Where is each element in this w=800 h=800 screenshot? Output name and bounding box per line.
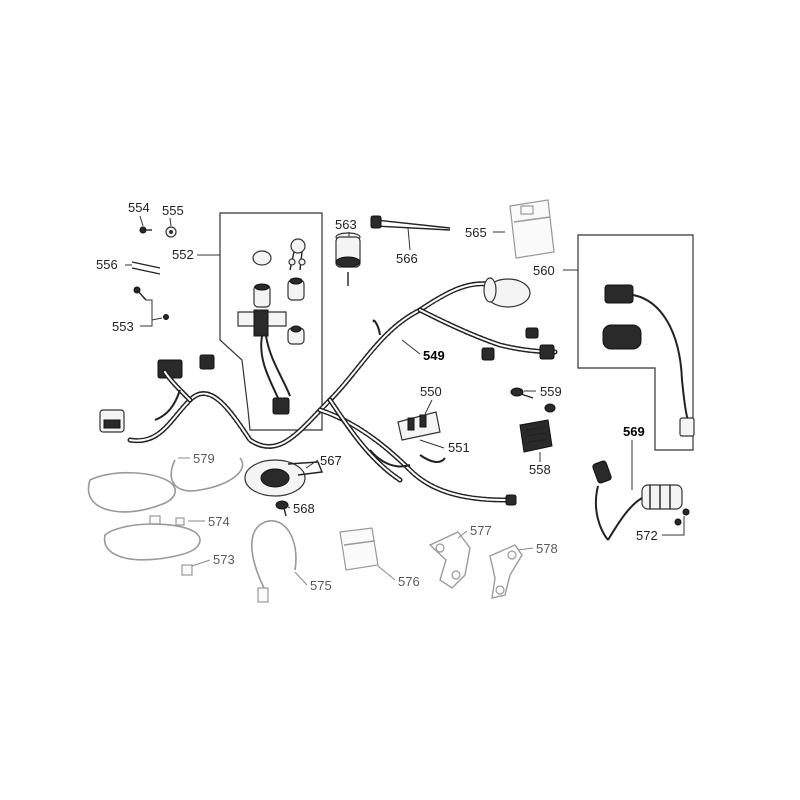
label-565: 565 (465, 225, 487, 240)
cable-575 (251, 520, 297, 603)
ignition-coil-569 (592, 460, 683, 541)
label-578: 578 (536, 541, 558, 556)
label-549: 549 (423, 348, 445, 363)
label-579: 579 (193, 451, 215, 466)
label-568: 568 (293, 501, 315, 516)
label-550: 550 (420, 384, 442, 399)
nut-555 (165, 226, 177, 238)
component-550 (397, 411, 441, 441)
label-577: 577 (470, 523, 492, 538)
label-554: 554 (128, 200, 150, 215)
bracket-577 (428, 531, 471, 589)
label-566: 566 (396, 251, 418, 266)
relay-panel (577, 234, 695, 451)
label-572: 572 (636, 528, 658, 543)
cable-574 (87, 471, 185, 526)
label-563: 563 (335, 217, 357, 232)
label-555: 555 (162, 203, 184, 218)
screws-553 (133, 286, 169, 320)
label-569: 569 (623, 424, 645, 439)
bolts-559 (510, 387, 556, 413)
screws-572 (674, 508, 690, 526)
horn-567 (244, 459, 323, 497)
cable-tie-566 (370, 215, 451, 231)
label-573: 573 (213, 552, 235, 567)
cable-579 (170, 457, 244, 492)
label-560: 560 (533, 263, 555, 278)
part-labels: 554 555 552 556 553 563 566 565 560 549 … (96, 200, 658, 593)
bracket-578 (489, 544, 523, 599)
cdi-unit-565 (509, 199, 555, 259)
flasher-563 (335, 232, 361, 286)
screw-568 (275, 500, 289, 517)
cable-573 (103, 523, 201, 576)
label-558: 558 (529, 462, 551, 477)
label-574: 574 (208, 514, 230, 529)
label-575: 575 (310, 578, 332, 593)
label-576: 576 (398, 574, 420, 589)
label-567: 567 (320, 453, 342, 468)
label-553: 553 (112, 319, 134, 334)
screw-554 (139, 226, 152, 234)
cdi-576 (339, 527, 379, 571)
main-wiring-harness (99, 277, 558, 506)
label-559: 559 (540, 384, 562, 399)
regulator-558 (519, 419, 553, 453)
label-552: 552 (172, 247, 194, 262)
ignition-switch-panel (219, 212, 323, 431)
bolts-556 (131, 261, 161, 275)
leader-lines (125, 215, 685, 586)
label-556: 556 (96, 257, 118, 272)
label-551: 551 (448, 440, 470, 455)
